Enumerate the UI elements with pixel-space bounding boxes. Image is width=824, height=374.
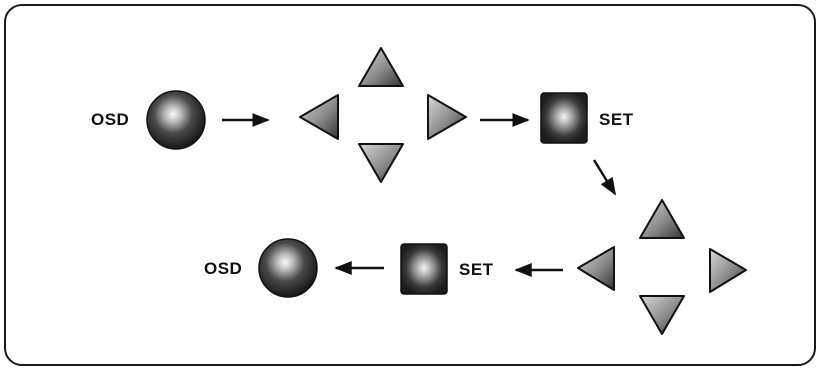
down-triangle-icon — [359, 144, 403, 182]
osd-label-bottom: OSD — [204, 259, 242, 279]
right-triangle-icon — [710, 249, 746, 292]
set-button-top — [541, 93, 587, 143]
up-triangle-icon — [640, 200, 684, 238]
down-triangle-icon — [640, 296, 684, 334]
right-triangle-icon — [428, 95, 466, 139]
set-button-bottom — [401, 244, 447, 294]
set-square-button-icon — [541, 93, 587, 143]
osd-button-top — [147, 91, 205, 149]
dpad-bottom — [578, 200, 746, 334]
osd-round-button-icon — [259, 239, 317, 297]
set-label-bottom: SET — [459, 260, 494, 280]
up-triangle-icon — [359, 48, 403, 86]
left-triangle-icon — [578, 247, 614, 290]
set-square-button-icon — [401, 244, 447, 294]
osd-label-top: OSD — [91, 110, 129, 130]
left-triangle-icon — [300, 95, 338, 139]
osd-round-button-icon — [147, 91, 205, 149]
flow-arrow-icon — [594, 160, 615, 194]
osd-button-bottom — [259, 239, 317, 297]
dpad-top — [300, 48, 466, 182]
set-label-top: SET — [599, 110, 634, 130]
